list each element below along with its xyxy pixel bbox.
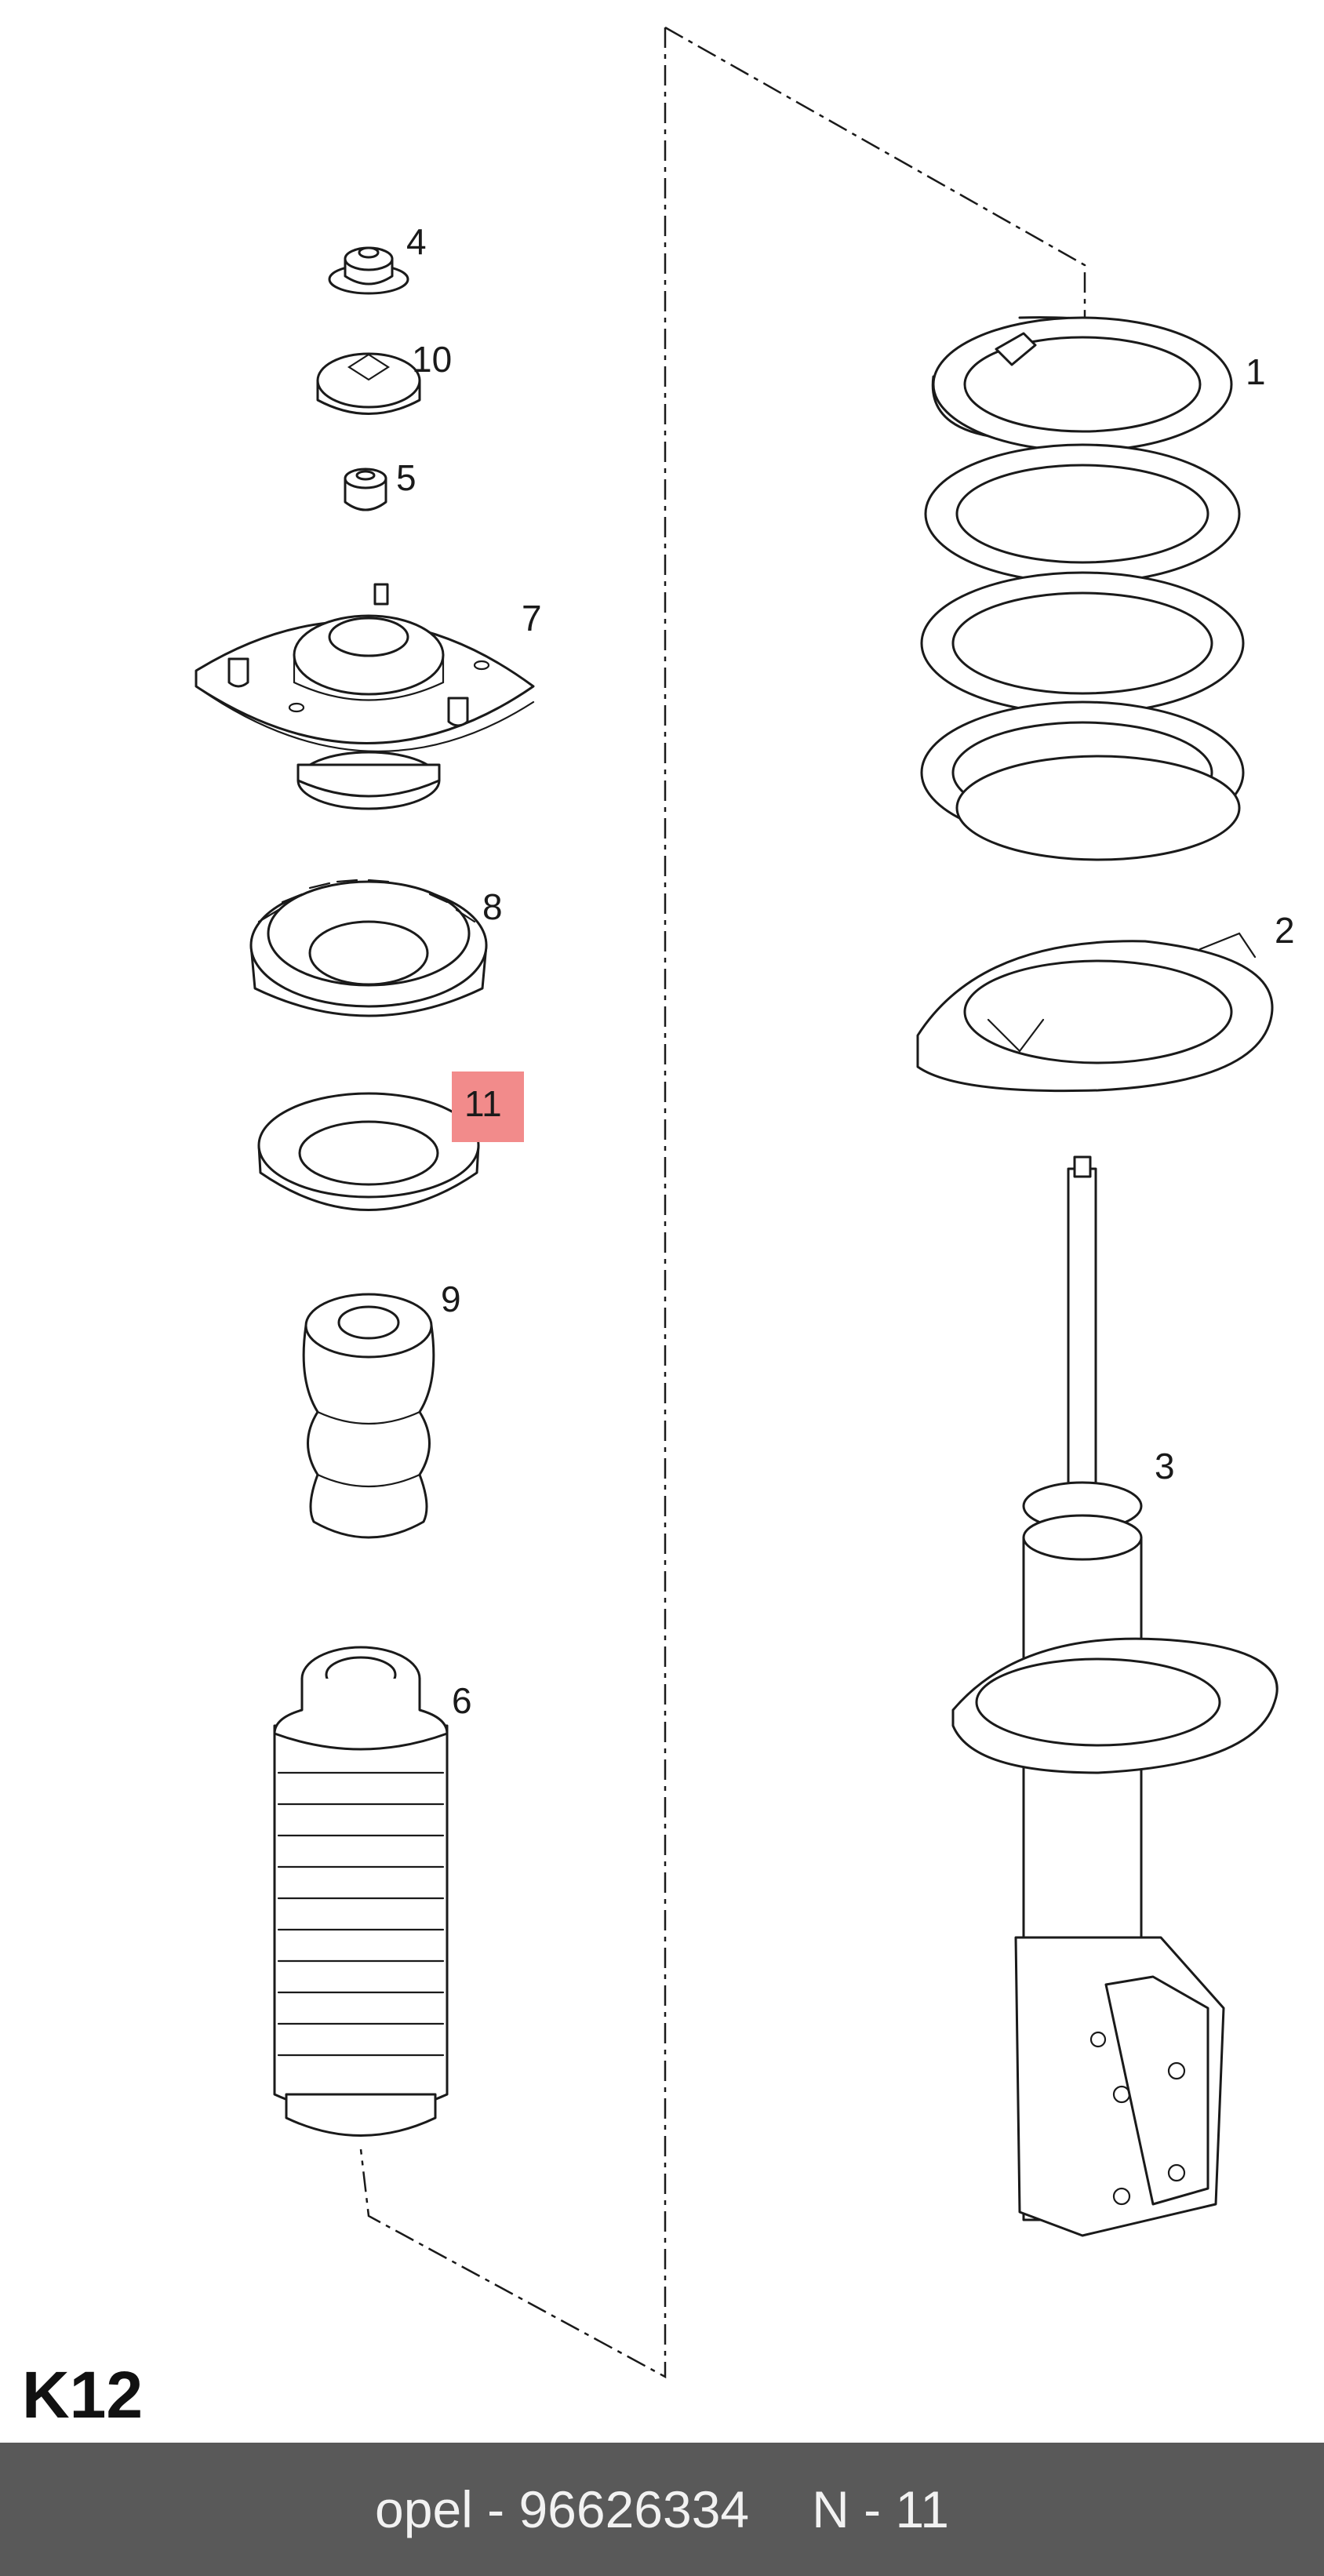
part-4-flange-nut	[328, 246, 409, 295]
part-9-bump-stop	[302, 1293, 435, 1539]
callout-2: 2	[1275, 910, 1295, 951]
part-10-cap	[316, 352, 421, 415]
callout-7: 7	[522, 598, 542, 639]
footer-position-label: N - 11	[812, 2480, 949, 2538]
callout-11-highlight	[452, 1072, 524, 1142]
part-8-bearing	[249, 879, 488, 1017]
callout-5: 5	[396, 457, 416, 498]
callout-9: 9	[441, 1279, 461, 1319]
part-5-nut	[344, 468, 387, 511]
callout-11: 11	[464, 1083, 502, 1124]
footer-bar: opel - 96626334 N - 11	[0, 2443, 1324, 2576]
exploded-parts-diagram: 4 10 5 7 8 11 9 6 1 2 3	[195, 26, 1295, 2379]
part-7-top-mount	[195, 583, 535, 810]
callout-6: 6	[452, 1680, 472, 1721]
assembly-guide-lines	[359, 26, 1086, 2379]
callout-1: 1	[1246, 351, 1266, 392]
callout-8: 8	[482, 886, 503, 927]
part-6-dust-boot	[273, 1646, 449, 2137]
callout-4: 4	[406, 221, 427, 262]
part-1-coil-spring	[920, 316, 1245, 861]
diagram-code: K12	[22, 2358, 144, 2432]
footer-part-label: opel - 96626334	[375, 2480, 750, 2538]
callout-3: 3	[1155, 1446, 1175, 1486]
part-2-spring-seat	[916, 932, 1274, 1093]
part-11-spacer-ring	[257, 1092, 480, 1211]
part-3-strut	[951, 1155, 1279, 2237]
callout-labels: 4 10 5 7 8 11 9 6 1 2 3	[396, 221, 1295, 1721]
callout-10: 10	[412, 339, 452, 380]
